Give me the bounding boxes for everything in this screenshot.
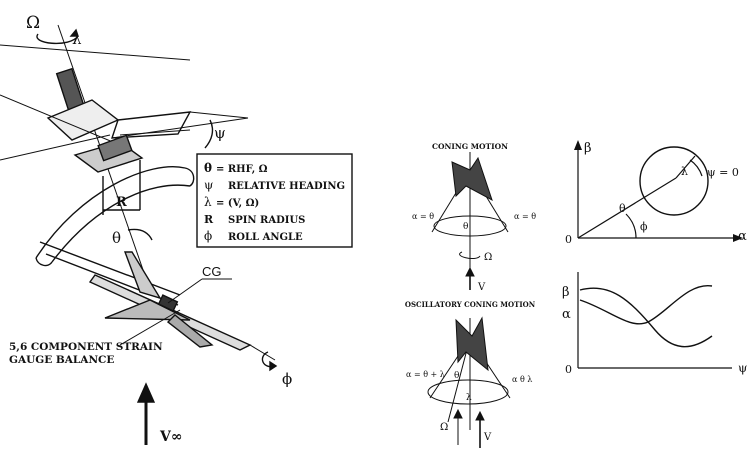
osc-aircraft [455,316,489,372]
coning-v: V [477,282,486,293]
balance-leader [119,309,181,346]
wall-line-3 [0,134,111,161]
coning-title: CONING MOTION [432,142,508,151]
osc-lambda: λ [466,393,472,403]
upper-mount-plate [46,99,120,141]
psi-label: ψ [214,124,226,142]
plot-top-lambda: λ [681,165,688,178]
plot-bottom-alpha: α [562,307,571,322]
phi-arc-top [625,213,637,239]
legend-row-2-text: RELATIVE HEADING [228,181,345,192]
osc-theta: θ [454,371,459,381]
osc-omega-arrowhead [453,408,463,419]
plot-top-theta: θ [619,202,626,215]
osc-base-ellipse [427,379,509,405]
psi-arc-top [689,159,703,177]
osc-omega: Ω [440,422,448,433]
balance-label-line1: 5,6 COMPONENT STRAIN [9,341,163,353]
legend-row-1-symbol: θ [204,161,212,175]
spin-radius-label: R [116,195,127,210]
plot-bottom [577,272,732,369]
aircraft-model [88,251,252,351]
coning-omega: Ω [484,252,492,263]
plot-top-beta: β [584,141,592,156]
legend-box [196,153,353,248]
legend-row-3-symbol: λ [204,195,212,209]
coning-theta: θ [463,222,468,232]
oscillatory-diagram [427,316,511,448]
velocity-arrowhead [136,382,156,403]
rotor-plate [111,111,192,139]
velocity-label: V∞ [159,429,183,445]
roll-axis-line [249,344,276,361]
legend-row-5-text: ROLL ANGLE [228,232,303,243]
cg-leader [167,278,203,304]
wall-line-4 [119,129,191,136]
drive-head [97,134,133,162]
legend-row-5-symbol: ϕ [204,229,212,243]
plot-bottom-beta: β [562,285,570,300]
theta-label: θ [112,229,121,247]
legend-rows: θ = RHF, Ω ψ RELATIVE HEADING λ = (V, Ω)… [204,161,345,243]
coning-alpha-left: α = θ [412,212,434,221]
sting-upper-edge [39,241,181,296]
phi-label: ϕ [282,370,292,388]
psi-plate-edge [189,111,249,119]
omega-rotation-arrow [36,33,79,45]
coning-circle [639,146,709,216]
lambda-vector [675,155,696,179]
legend-row-1-text: = RHF, Ω [216,164,268,175]
osc-v-arrowhead [475,410,485,421]
coning-alpha-right: α = θ [514,212,536,221]
coning-diagram [431,152,509,290]
balance-label-line2: GAUGE BALANCE [9,354,114,366]
theta-vector [577,177,677,239]
plot-top-origin: 0 [565,233,572,246]
psi-reference-line [111,117,249,139]
plot-top-y-arrowhead [574,140,582,150]
plot-top [574,140,743,242]
curved-sting-end [35,257,53,267]
osc-alpha-left: α = θ + λ [406,370,445,379]
oscillatory-title: OSCILLATORY CONING MOTION [405,300,536,309]
osc-v: V [483,432,492,443]
legend-row-2-symbol: ψ [204,178,213,192]
plot-top-alpha: α [738,229,747,244]
plot-bottom-psi: ψ [738,361,747,375]
omega-arrowhead [69,28,79,37]
sine-curve-beta [579,287,713,348]
curved-sting-start [184,167,195,187]
rotary-rig-drawing [0,24,278,445]
psi-arc [204,119,214,149]
plot-top-x-arrowhead [733,234,743,242]
phi-arrowhead [269,360,278,372]
cg-label: CG [202,264,222,279]
wall-line-2 [0,94,121,146]
sine-curve-alpha [579,285,713,325]
coning-base-ellipse [433,215,507,237]
coning-aircraft [451,156,493,202]
legend-row-4-text: SPIN RADIUS [228,215,305,226]
coning-v-arrowhead [465,266,475,277]
plot-top-phi: ϕ [640,220,648,233]
curved-sting-outer [35,166,186,259]
plot-top-psi-eq: ψ = 0 [707,166,739,179]
omega-label: Ω [26,13,40,33]
theta-arc [127,228,153,241]
curved-sting-inner [51,184,191,263]
coning-omega-arrow [459,251,481,259]
osc-alpha-right: α θ λ [512,375,532,384]
lambda-label: λ [72,30,82,48]
legend-row-4-symbol: R [204,213,214,226]
plot-bottom-origin: 0 [565,363,572,376]
legend-row-3-text: = (V, Ω) [216,198,259,209]
wall-line-1 [0,44,191,61]
